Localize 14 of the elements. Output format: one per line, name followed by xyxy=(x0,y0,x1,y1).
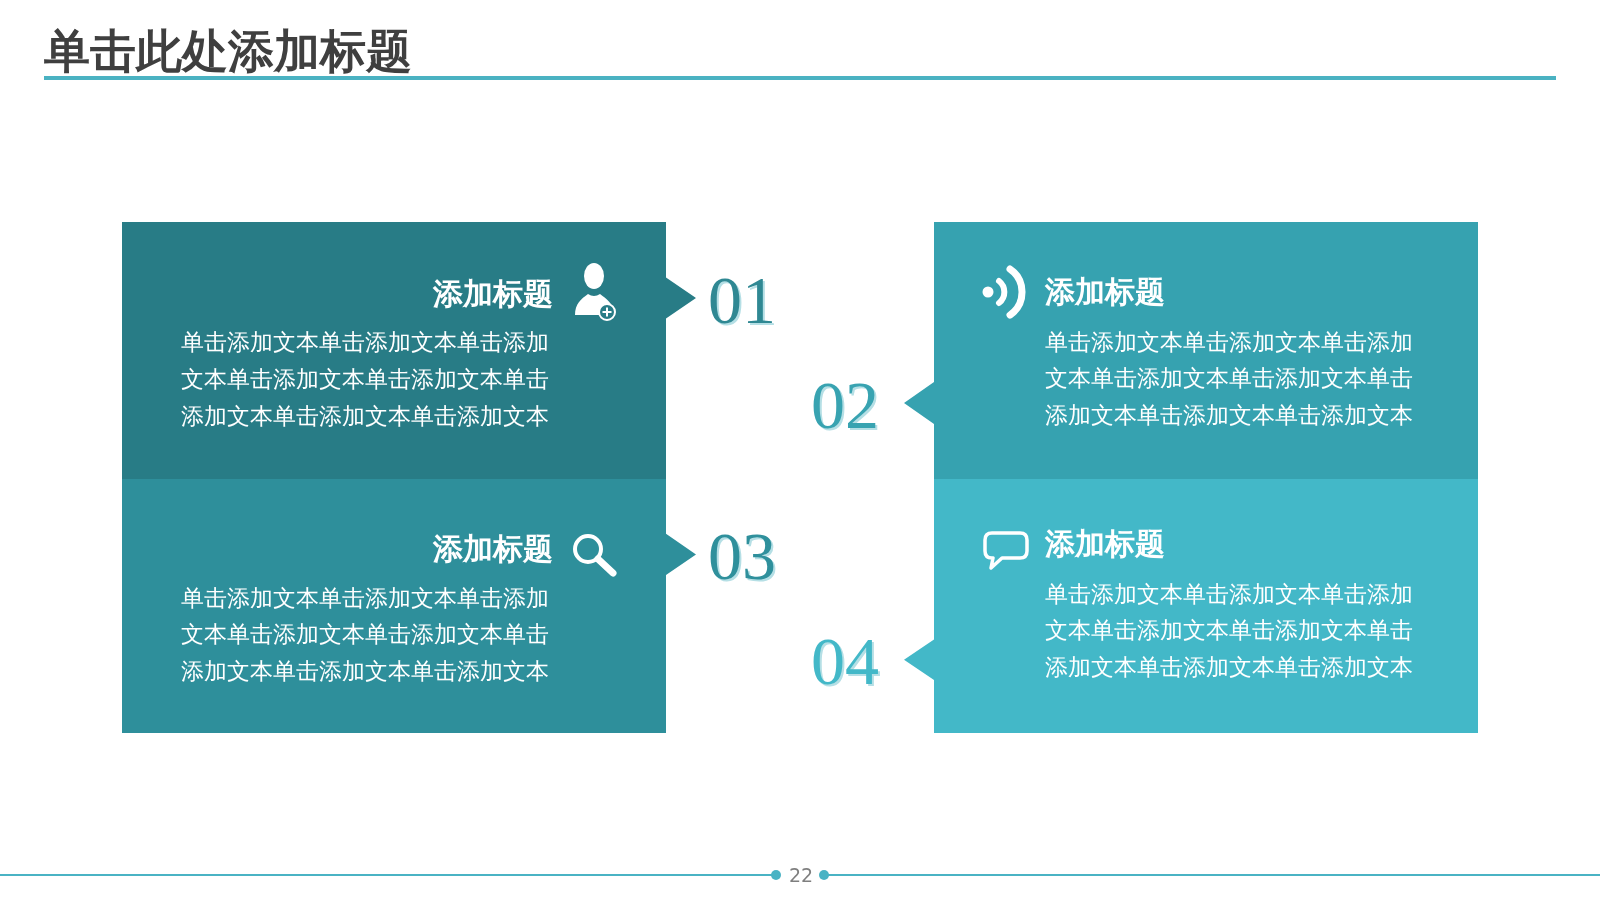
box-heading: 添加标题 xyxy=(1045,273,1165,310)
body-text: 单击添加文本单击添加文本单击添加文本单击添加文本单击添加文本单击添加文本单击添加文本单击添加文本 xyxy=(1045,578,1414,682)
body-text: 单击添加文本单击添加文本单击添加文本单击添加文本单击添加文本单击添加文本单击添加文本单击添加文本 xyxy=(180,582,550,686)
slide-title: 单击此处添加标题 xyxy=(44,23,412,79)
box-heading: 添加标题 xyxy=(433,531,553,567)
box-heading: 添加标题 xyxy=(433,275,553,312)
box-heading: 添加标题 xyxy=(1045,525,1165,562)
step-number: 01 xyxy=(708,266,776,334)
step-number: 03 xyxy=(708,522,776,590)
step-number: 04 xyxy=(811,627,879,695)
body-text: 单击添加文本单击添加文本单击添加文本单击添加文本单击添加文本单击添加文本单击添加文本单击添加文本 xyxy=(1045,326,1414,430)
step-number: 02 xyxy=(811,371,879,439)
body-text: 单击添加文本单击添加文本单击添加文本单击添加文本单击添加文本单击添加文本单击添加文本单击添加文本 xyxy=(180,327,550,431)
page-number: 22 xyxy=(789,864,814,886)
